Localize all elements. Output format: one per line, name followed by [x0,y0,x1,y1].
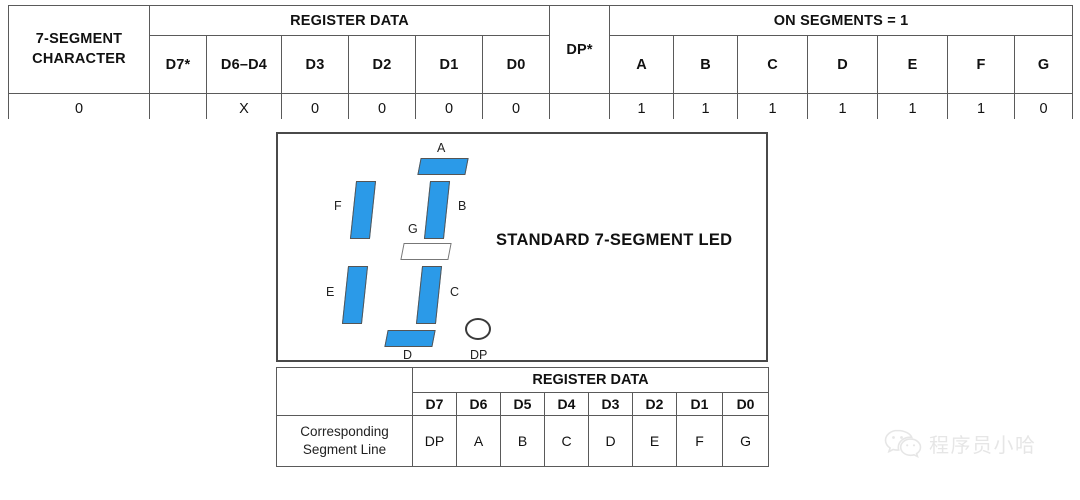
table-row: 0 X 0 0 0 0 1 1 1 1 1 1 0 [8,93,1073,119]
segment-table-header-d5: D5 [500,392,545,416]
segment-b-shape [423,181,451,239]
header-segment-a: A [609,35,675,94]
segment-f-shape [349,181,377,239]
char-header-line1: 7-SEGMENT [35,30,123,47]
header-dp-star: DP* [549,5,611,94]
header-segment-b: B [673,35,739,94]
header-segment-d: D [807,35,879,94]
header-bit-d7: D7* [149,35,207,94]
segment-label-a: A [437,141,446,155]
cell-seg-g: 0 [1014,93,1073,119]
segment-line-d4: C [544,415,589,467]
segment-label-b: B [458,199,467,213]
wechat-icon [884,428,922,459]
header-bit-d3: D3 [281,35,349,94]
header-7segment-character: 7-SEGMENT CHARACTER [8,5,150,94]
header-segment-c: C [737,35,809,94]
segment-table-header-d2: D2 [632,392,677,416]
segment-line-d7: DP [412,415,457,467]
cell-seg-f: 1 [947,93,1016,119]
segment-e-shape [341,266,369,324]
char-header-line2: CHARACTER [32,50,126,67]
segment-label-f: F [334,199,342,213]
segment-table-group-header: REGISTER DATA [411,367,770,393]
decimal-point-shape [465,318,491,340]
segment-line-table: REGISTER DATA D7 D6 D5 D4 D3 D2 D1 D0 Co… [276,367,770,467]
segment-line-d3: D [588,415,633,467]
segment-table-header-d6: D6 [456,392,501,416]
cell-seg-b: 1 [673,93,739,119]
header-bit-d2: D2 [348,35,416,94]
segment-table-data-row: Corresponding Segment Line DP A B C D E … [276,415,770,467]
cell-d1: 0 [415,93,483,119]
segment-a-shape [417,158,469,175]
segment-line-d2: E [632,415,677,467]
seven-segment-display-graphic: A F B G E C D DP [326,141,511,362]
segment-c-shape [415,266,443,324]
row-label-line1: Corresponding [300,423,389,439]
cell-d6-d4: X [206,93,282,119]
segment-table-header-d4: D4 [544,392,589,416]
segment-table-header-d7: D7 [412,392,457,416]
header-group-on-segments: ON SEGMENTS = 1 [609,5,1073,36]
diagram-title: STANDARD 7-SEGMENT LED [496,231,733,249]
segment-table-header-d1: D1 [676,392,723,416]
cell-d7 [149,93,207,119]
segment-line-d5: B [500,415,545,467]
segment-label-d: D [403,348,413,362]
table-header-row-groups: 7-SEGMENT CHARACTER REGISTER DATA DP* ON… [8,5,1073,94]
header-segment-g: G [1014,35,1073,94]
cell-seg-e: 1 [877,93,949,119]
cell-seg-c: 1 [737,93,809,119]
segment-table-corner-cell [276,367,413,416]
segment-label-c: C [450,285,460,299]
watermark-text: 程序员小哈 [929,432,1037,457]
header-group-register-data: REGISTER DATA [148,5,551,36]
segment-label-g: G [408,222,418,236]
row-label-line2: Segment Line [302,442,387,457]
segment-g-shape [400,243,452,260]
cell-dp [549,93,611,119]
register-data-table-container: 7-SEGMENT CHARACTER REGISTER DATA DP* ON… [8,5,1073,119]
cell-seg-a: 1 [609,93,675,119]
segment-line-d6: A [456,415,501,467]
segment-table-group-row: REGISTER DATA [276,367,770,416]
header-bit-d6-d4: D6–D4 [206,35,282,94]
header-bit-d1: D1 [415,35,483,94]
cell-character: 0 [8,93,150,119]
table-header-row-bits: D7* D6–D4 D3 D2 D1 D0 A B C D E F G [9,35,1073,94]
segment-label-e: E [326,285,335,299]
segment-table-header-d0: D0 [721,392,770,416]
segment-label-dp: DP [470,348,488,362]
segment-table-header-d3: D3 [588,392,633,416]
register-data-table: 7-SEGMENT CHARACTER REGISTER DATA DP* ON… [8,5,1073,119]
cell-d3: 0 [281,93,349,119]
header-segment-e: E [877,35,949,94]
segment-line-d0: G [721,415,770,467]
segment-d-shape [384,330,436,347]
cell-d0: 0 [481,93,551,119]
segment-table-bit-row: D7 D6 D5 D4 D3 D2 D1 D0 [277,392,770,416]
segment-table-row-label: Corresponding Segment Line [276,415,413,467]
segment-line-table-container: REGISTER DATA D7 D6 D5 D4 D3 D2 D1 D0 Co… [276,367,770,467]
segment-line-d1: F [676,415,723,467]
header-bit-d0: D0 [481,35,551,94]
header-segment-f: F [947,35,1016,94]
cell-seg-d: 1 [807,93,879,119]
seven-segment-diagram-box: A F B G E C D DP STANDARD 7-SEGMENT LED [276,132,768,362]
cell-d2: 0 [348,93,416,119]
watermark: 程序员小哈 [884,428,1037,459]
